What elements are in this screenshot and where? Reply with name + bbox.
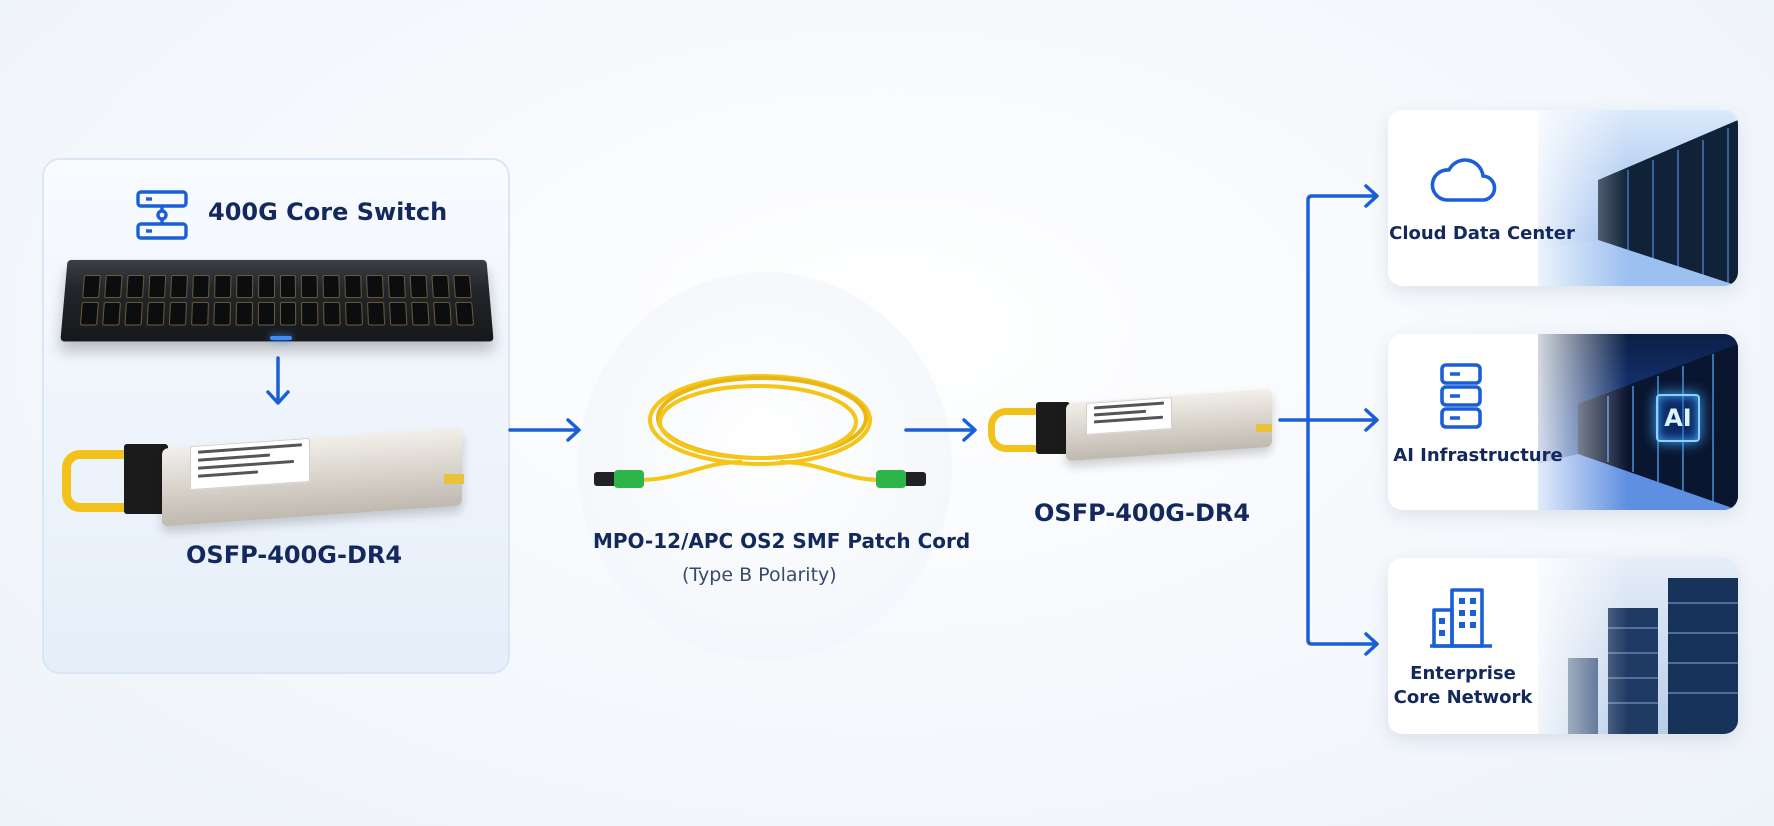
switch-port bbox=[235, 302, 252, 326]
switch-port bbox=[169, 302, 187, 326]
ai-badge: AI bbox=[1656, 394, 1700, 442]
patch-cord-title: MPO-12/APC OS2 SMF Patch Cord bbox=[593, 529, 970, 553]
branch-arrows bbox=[1278, 180, 1388, 660]
patch-cord-image bbox=[592, 370, 928, 496]
switch-port bbox=[433, 302, 452, 326]
switch-port bbox=[431, 275, 449, 298]
switch-port bbox=[80, 302, 99, 326]
server-stack-icon bbox=[1438, 362, 1484, 430]
switch-port bbox=[345, 302, 363, 326]
application-card-ai: AI AI Infrastructure bbox=[1388, 334, 1738, 510]
switch-port bbox=[213, 302, 231, 326]
remote-module-label: OSFP-400G-DR4 bbox=[1034, 499, 1250, 527]
switch-port bbox=[236, 275, 253, 298]
switch-port bbox=[146, 302, 164, 326]
osfp-module-image bbox=[988, 390, 1278, 466]
switch-port bbox=[388, 275, 406, 298]
switch-port bbox=[170, 275, 188, 298]
down-arrow bbox=[262, 356, 294, 408]
application-card-enterprise: Enterprise Core Network bbox=[1388, 558, 1738, 734]
switch-port bbox=[280, 302, 297, 326]
switch-port bbox=[345, 275, 363, 298]
right-arrow bbox=[904, 414, 980, 446]
office-buildings-icon bbox=[1428, 586, 1494, 650]
switch-port bbox=[366, 275, 384, 298]
application-name: Enterprise Core Network bbox=[1388, 662, 1538, 710]
switch-port bbox=[258, 275, 275, 298]
switch-port bbox=[214, 275, 231, 298]
core-switch-title: 400G Core Switch bbox=[208, 198, 447, 226]
rack-switch-image bbox=[60, 260, 493, 342]
switch-port bbox=[301, 302, 318, 326]
switch-port bbox=[453, 275, 472, 298]
switch-port bbox=[257, 302, 274, 326]
switch-port bbox=[410, 275, 428, 298]
application-name: AI Infrastructure bbox=[1388, 444, 1568, 468]
patch-cord-subtitle: (Type B Polarity) bbox=[682, 564, 837, 586]
switch-port bbox=[323, 302, 341, 326]
cloud-icon bbox=[1428, 154, 1498, 206]
switch-port bbox=[82, 275, 101, 298]
application-name: Cloud Data Center bbox=[1388, 222, 1576, 246]
switch-port bbox=[279, 275, 296, 298]
switch-port bbox=[389, 302, 407, 326]
network-switch-icon bbox=[134, 188, 190, 242]
core-switch-panel bbox=[42, 158, 510, 674]
application-card-cloud: Cloud Data Center bbox=[1388, 110, 1738, 286]
switch-module-label: OSFP-400G-DR4 bbox=[186, 541, 402, 569]
switch-port bbox=[104, 275, 122, 298]
switch-status-led bbox=[270, 336, 292, 340]
switch-port bbox=[126, 275, 144, 298]
switch-port bbox=[367, 302, 385, 326]
switch-port bbox=[102, 302, 121, 326]
switch-port bbox=[124, 302, 142, 326]
switch-port bbox=[455, 302, 474, 326]
switch-port bbox=[411, 302, 429, 326]
switch-port bbox=[323, 275, 340, 298]
right-arrow bbox=[508, 414, 584, 446]
switch-port bbox=[148, 275, 166, 298]
osfp-module-image bbox=[62, 430, 472, 530]
switch-port bbox=[191, 302, 209, 326]
switch-port bbox=[192, 275, 210, 298]
switch-port bbox=[301, 275, 318, 298]
